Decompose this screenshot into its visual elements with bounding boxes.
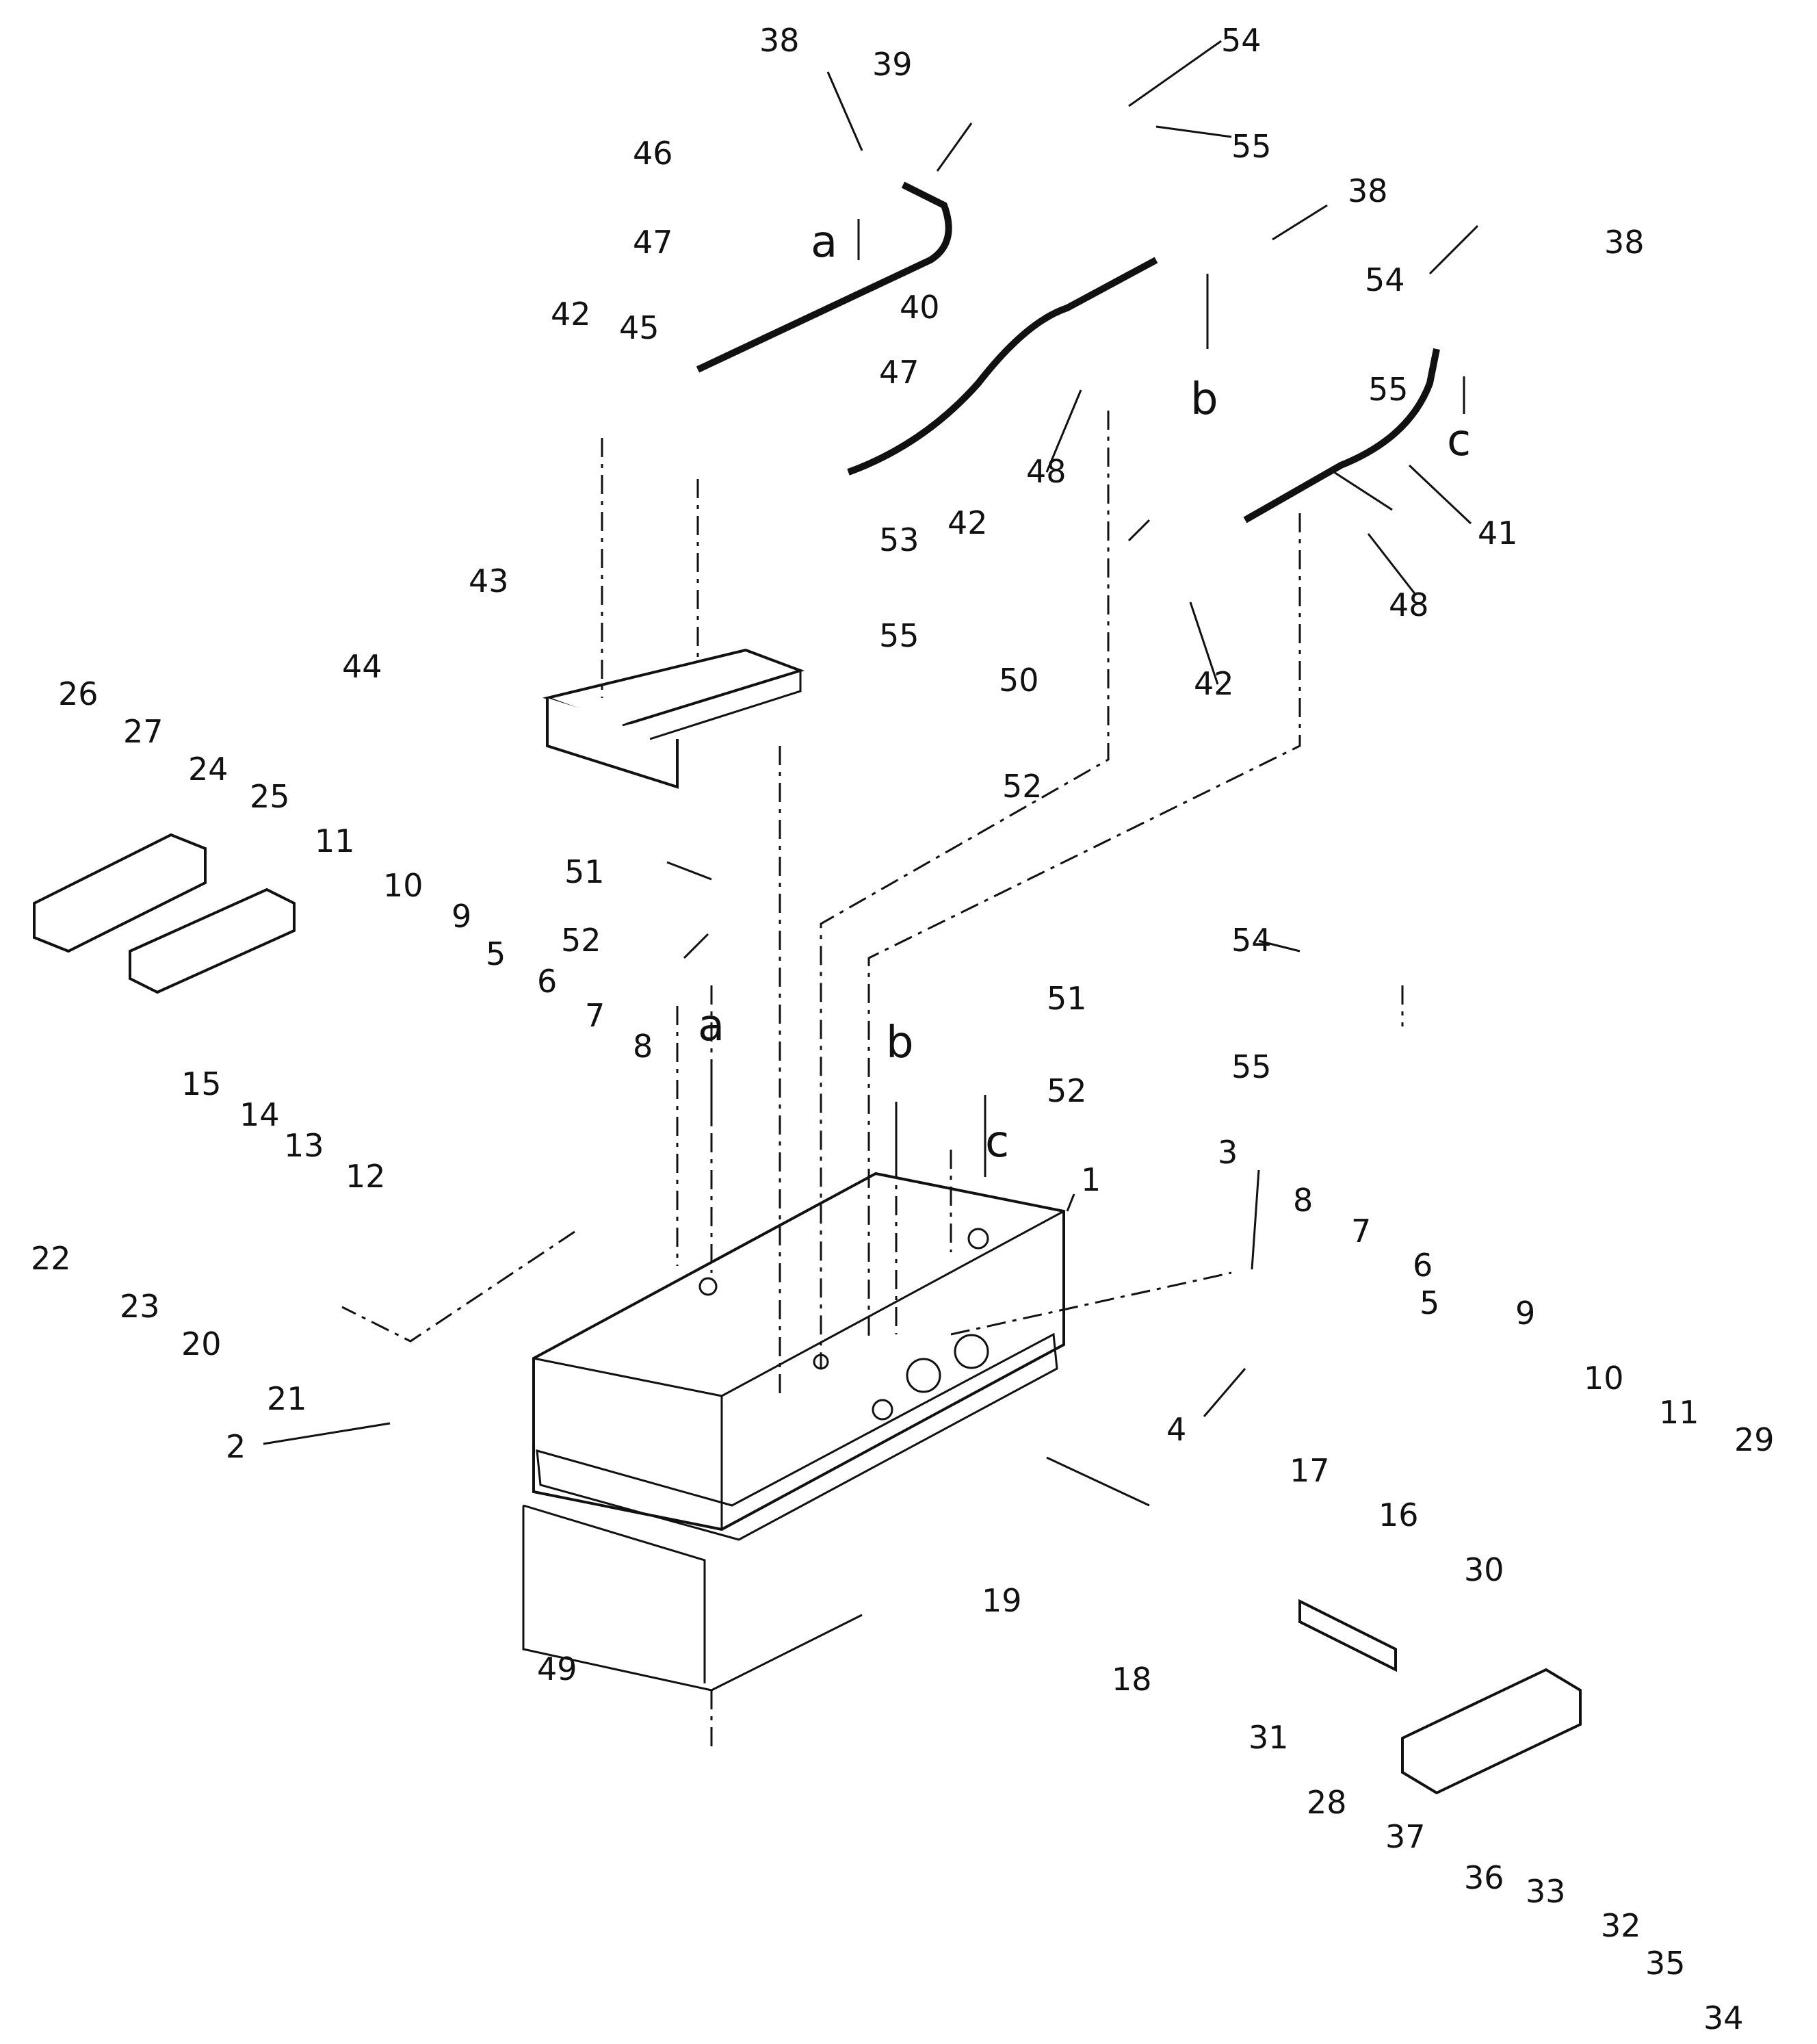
callout-39: 39	[872, 46, 913, 83]
callout-7a: 7	[585, 997, 605, 1034]
callout-37: 37	[1385, 1818, 1426, 1855]
callout-5b: 5	[1420, 1284, 1439, 1321]
callout-50: 50	[999, 662, 1039, 699]
callout-48b: 48	[1389, 586, 1429, 623]
callout-15: 15	[181, 1065, 222, 1102]
callout-19: 19	[982, 1582, 1022, 1619]
callout-36: 36	[1464, 1859, 1504, 1896]
callout-54b: 54	[1365, 261, 1405, 298]
callout-11b: 11	[1659, 1394, 1699, 1431]
gasket	[536, 1332, 1058, 1541]
callout-33: 33	[1526, 1873, 1566, 1910]
callout-38b: 38	[1348, 172, 1388, 209]
callout-25: 25	[250, 778, 290, 815]
arrow-b-1: b	[1190, 374, 1218, 425]
callout-24: 24	[188, 751, 228, 788]
callout-17: 17	[1290, 1452, 1330, 1489]
callout-7b: 7	[1351, 1213, 1371, 1250]
callout-10a: 10	[383, 867, 423, 904]
callout-41: 41	[1478, 515, 1518, 552]
pipe-40	[847, 257, 1158, 476]
callout-51b: 51	[1047, 980, 1087, 1017]
callout-21: 21	[267, 1380, 307, 1417]
callout-8b: 8	[1293, 1182, 1313, 1219]
callout-9b: 9	[1515, 1295, 1535, 1332]
callout-55c: 55	[879, 617, 919, 654]
callout-35: 35	[1645, 1945, 1686, 1982]
callout-43: 43	[469, 562, 509, 599]
callout-2: 2	[226, 1428, 246, 1465]
callout-6b: 6	[1413, 1247, 1433, 1284]
callout-18: 18	[1112, 1661, 1152, 1698]
leader-lines	[263, 40, 1479, 1445]
callout-42a: 42	[551, 296, 591, 333]
callout-26: 26	[58, 675, 99, 712]
callout-13: 13	[284, 1127, 324, 1164]
pipe-41	[1243, 348, 1440, 523]
callout-45: 45	[619, 309, 659, 346]
callout-30: 30	[1464, 1551, 1504, 1588]
callout-14: 14	[239, 1096, 280, 1133]
callout-52a: 52	[561, 922, 601, 959]
lower-case	[522, 1504, 863, 1752]
arrow-labels: a a b b c c	[698, 217, 1471, 1167]
callout-47a: 47	[633, 224, 673, 261]
callout-34: 34	[1703, 2000, 1744, 2036]
callout-3: 3	[1218, 1134, 1238, 1171]
spring-19	[1046, 1456, 1150, 1507]
callout-23: 23	[120, 1288, 160, 1325]
arrow-b-2: b	[886, 1018, 914, 1068]
arrow-a-2: a	[698, 1000, 724, 1051]
end-cover	[1401, 1668, 1582, 1795]
gasket-plate	[129, 888, 296, 994]
callout-6a: 6	[537, 963, 557, 1000]
callout-16: 16	[1378, 1497, 1419, 1534]
callout-11a: 11	[315, 823, 355, 859]
callout-46: 46	[633, 135, 673, 172]
callout-42b: 42	[947, 504, 988, 541]
callout-52c: 52	[1047, 1072, 1087, 1109]
callout-38c: 38	[1604, 224, 1645, 261]
arrow-shafts	[710, 219, 1465, 1177]
pipe-45	[696, 181, 952, 373]
callout-5a: 5	[486, 935, 506, 972]
callout-29: 29	[1734, 1421, 1775, 1458]
callout-28: 28	[1307, 1784, 1347, 1821]
callout-12: 12	[345, 1158, 386, 1195]
arrow-a-1: a	[811, 217, 837, 268]
callout-55a: 55	[1231, 128, 1272, 165]
bracket	[543, 648, 805, 789]
callout-labels: 1 2 3 4 5 5 6 6 7 7 8 8 9 9 10 10 11 11 …	[31, 22, 1775, 2036]
callout-27: 27	[123, 713, 164, 750]
callout-1: 1	[1081, 1161, 1101, 1198]
callout-55b: 55	[1368, 371, 1409, 408]
callout-22: 22	[31, 1240, 71, 1277]
arrow-c-1: c	[1447, 415, 1471, 466]
center-lines	[341, 411, 1404, 1396]
callout-31: 31	[1249, 1719, 1289, 1756]
callout-4: 4	[1166, 1411, 1186, 1448]
callout-55d: 55	[1231, 1048, 1272, 1085]
callout-38a: 38	[759, 22, 800, 59]
callout-54c: 54	[1231, 922, 1272, 959]
callout-9a: 9	[452, 898, 471, 935]
callout-52b: 52	[1002, 768, 1043, 805]
callout-49: 49	[537, 1651, 577, 1687]
valve-body	[532, 1172, 1065, 1531]
cover-plate	[33, 833, 207, 953]
callout-8a: 8	[633, 1028, 653, 1065]
callout-32: 32	[1601, 1907, 1641, 1944]
callout-10b: 10	[1584, 1360, 1624, 1397]
callout-47b: 47	[879, 354, 919, 391]
callout-53: 53	[879, 521, 919, 558]
callout-40: 40	[900, 289, 940, 326]
callout-51a: 51	[564, 853, 605, 890]
arrow-c-2: c	[985, 1117, 1009, 1167]
spring-16	[1298, 1599, 1397, 1672]
callout-54a: 54	[1221, 22, 1262, 59]
callout-44: 44	[342, 648, 382, 685]
callout-20: 20	[181, 1325, 222, 1362]
